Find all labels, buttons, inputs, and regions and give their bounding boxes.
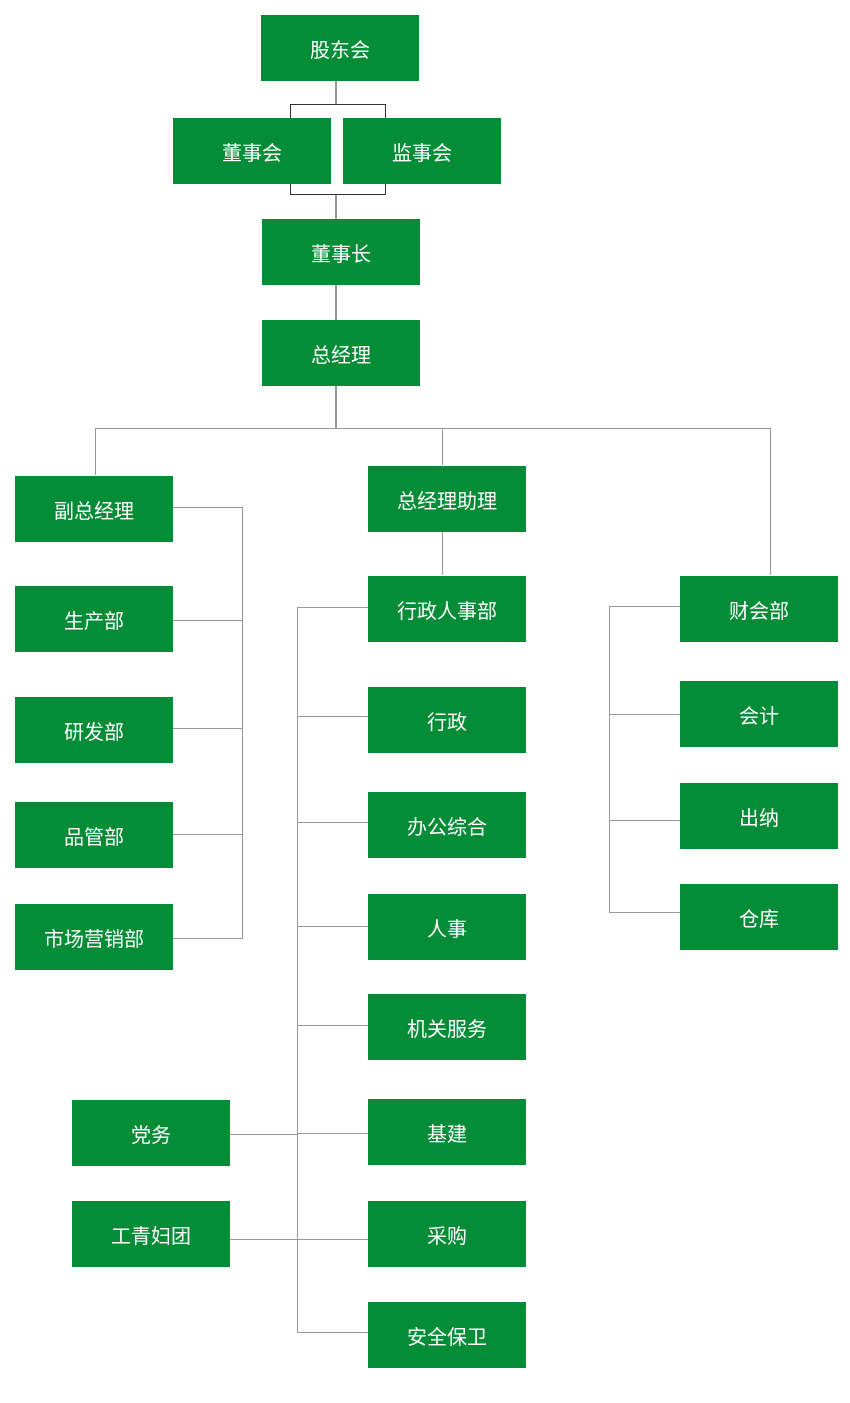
rnd-box: 研发部 <box>15 697 173 763</box>
finance-box: 财会部 <box>680 576 838 642</box>
accounting-box: 会计 <box>680 681 838 747</box>
procurement-box: 采购 <box>368 1201 526 1267</box>
services-box: 机关服务 <box>368 994 526 1060</box>
chairman-box: 董事长 <box>262 219 420 285</box>
hr-box: 人事 <box>368 894 526 960</box>
shareholders-box: 股东会 <box>261 15 419 81</box>
quality-box: 品管部 <box>15 802 173 868</box>
admin-box: 行政 <box>368 687 526 753</box>
admin-hr-box: 行政人事部 <box>368 576 526 642</box>
gm-box: 总经理 <box>262 320 420 386</box>
office-box: 办公综合 <box>368 792 526 858</box>
security-box: 安全保卫 <box>368 1302 526 1368</box>
party-box: 党务 <box>72 1100 230 1166</box>
gm-assistant-box: 总经理助理 <box>368 466 526 532</box>
board-box: 董事会 <box>173 118 331 184</box>
unions-box: 工青妇团 <box>72 1201 230 1267</box>
warehouse-box: 仓库 <box>680 884 838 950</box>
construction-box: 基建 <box>368 1099 526 1165</box>
deputy-gm-box: 副总经理 <box>15 476 173 542</box>
cashier-box: 出纳 <box>680 783 838 849</box>
marketing-box: 市场营销部 <box>15 904 173 970</box>
production-box: 生产部 <box>15 586 173 652</box>
supervisors-box: 监事会 <box>343 118 501 184</box>
